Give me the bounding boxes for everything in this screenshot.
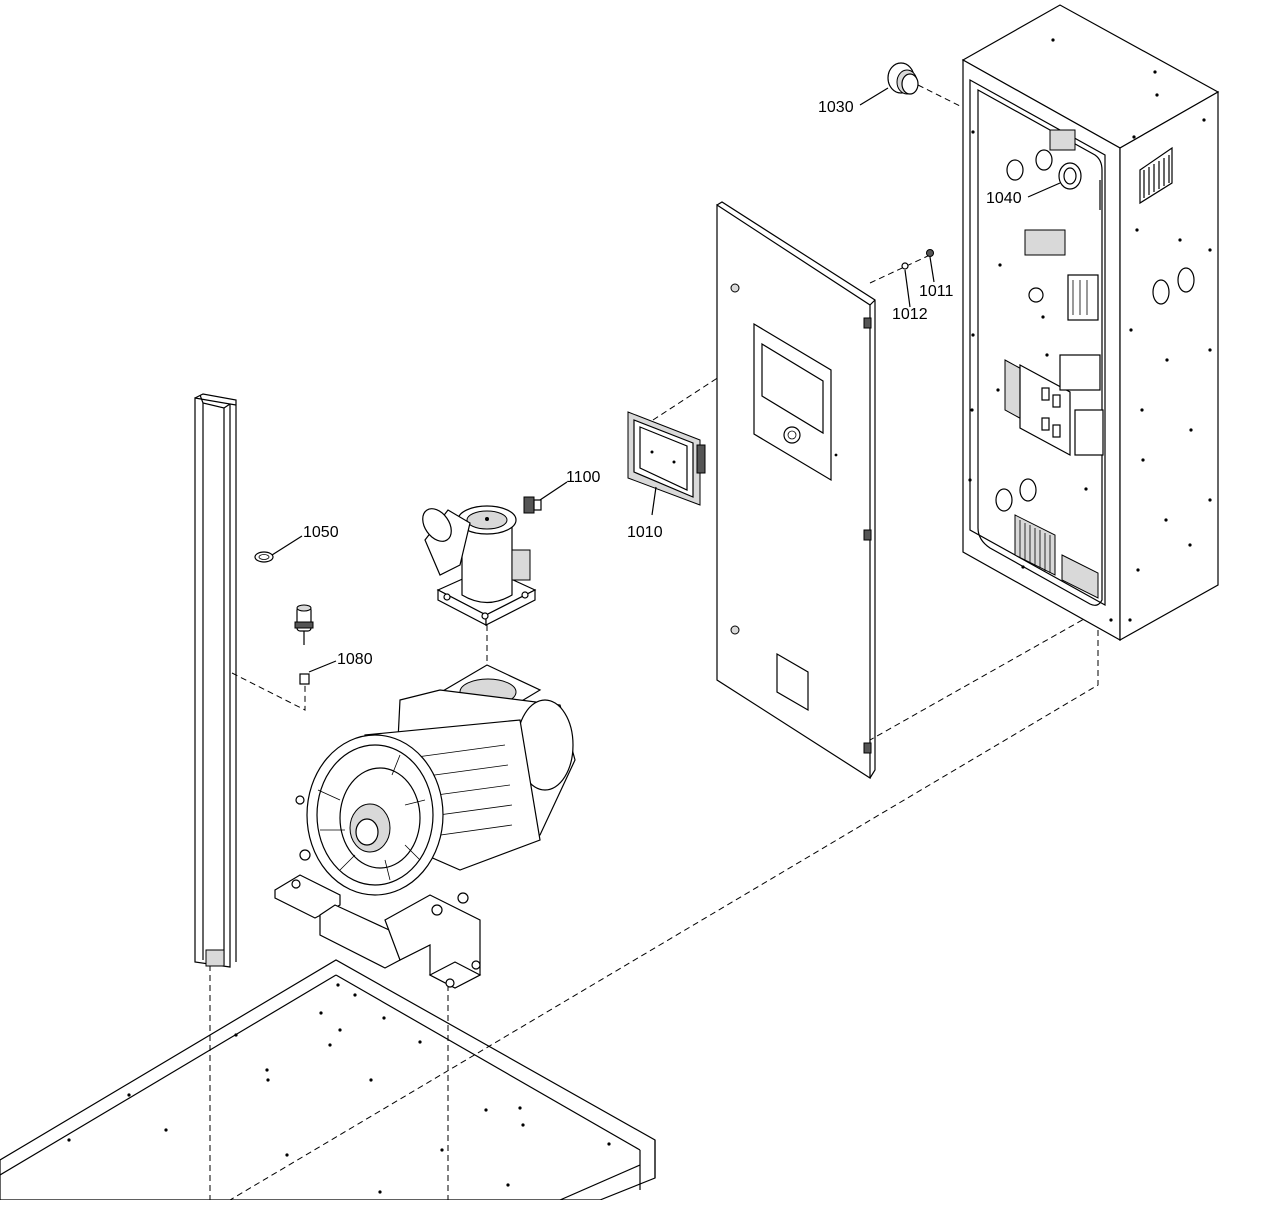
callout-1011: 1011	[919, 283, 954, 300]
fastener-parts-1011-1012	[901, 249, 935, 308]
controller-display-1010	[627, 411, 706, 516]
callout-1010: 1010	[627, 524, 663, 541]
door-panel	[716, 201, 876, 780]
callout-1012: 1012	[892, 306, 928, 323]
callout-1050: 1050	[303, 524, 339, 541]
callout-1030: 1030	[818, 99, 854, 116]
callout-1100: 1100	[566, 469, 601, 486]
solenoid-part-1100	[523, 481, 568, 514]
inlet-valve-assembly	[422, 505, 537, 626]
vertical-channel-post	[194, 393, 237, 968]
clip-part-1050	[254, 535, 303, 563]
base-frame	[0, 959, 656, 1201]
compressor-element-assembly	[274, 664, 576, 989]
sensor-part-1080	[294, 604, 337, 685]
knob-part-1030	[859, 62, 919, 106]
callout-1040: 1040	[986, 190, 1022, 207]
electrical-cabinet	[961, 4, 1220, 642]
callout-1080: 1080	[337, 651, 373, 668]
